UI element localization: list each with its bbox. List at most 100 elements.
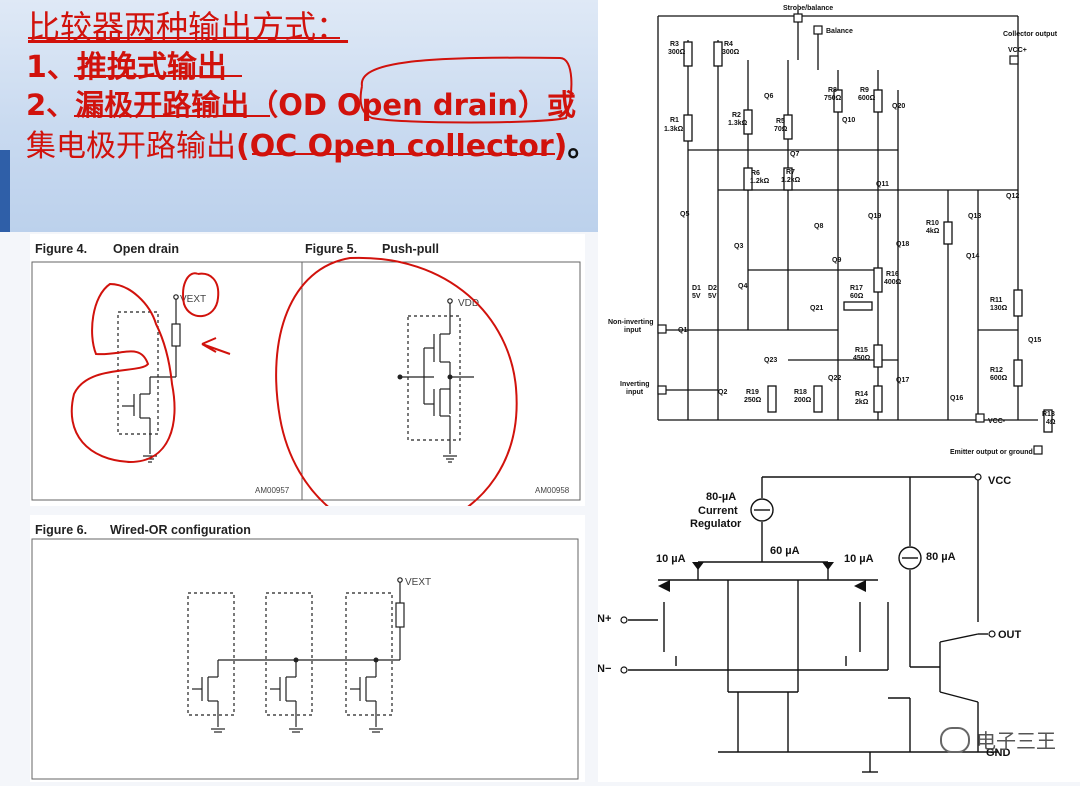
schematic-top-wiring <box>657 10 1038 421</box>
svg-text:R12: R12 <box>990 367 1003 374</box>
collector-output-label: Collector output <box>1003 31 1058 38</box>
fig5-circuit <box>400 298 474 463</box>
svg-text:250Ω: 250Ω <box>744 397 762 404</box>
svg-text:R6: R6 <box>751 170 760 177</box>
svg-text:Q14: Q14 <box>966 253 979 260</box>
svg-text:Q22: Q22 <box>828 375 841 382</box>
svg-text:400Ω: 400Ω <box>884 279 902 286</box>
current-reg-1: 80-µA <box>706 491 736 503</box>
fig5-code: AM00958 <box>535 486 570 495</box>
svg-text:Q18: Q18 <box>896 241 909 248</box>
comparator-schematic-svg: Strobe/balance Balance Collector output … <box>608 5 1058 456</box>
svg-text:R7: R7 <box>786 169 795 176</box>
svg-text:Q19: Q19 <box>868 213 881 220</box>
svg-text:R10: R10 <box>926 220 939 227</box>
svg-text:Q8: Q8 <box>814 223 823 230</box>
comparator-internal-schematic: Strobe/balance Balance Collector output … <box>598 0 1080 462</box>
figure-6-panel: Figure 6. Wired-OR configuration <box>30 515 585 782</box>
fig4-code: AM00957 <box>255 486 290 495</box>
gnd-label: GND <box>986 747 1011 759</box>
simplified-comparator-schematic: 80-µA Current Regulator 60 µA 10 µA 10 µ… <box>594 462 1080 782</box>
svg-text:R4: R4 <box>724 41 733 48</box>
fig4-circuit <box>117 294 181 463</box>
schematic-top-terminals <box>657 13 1043 455</box>
slide-annotations <box>28 37 573 155</box>
fig6-title: Figure 6. <box>35 523 87 537</box>
fig6-circuit <box>187 577 405 733</box>
slide-line-3-suffix: 。 <box>567 129 598 164</box>
slide-line-push-pull: 1、推挽式输出 <box>26 50 227 85</box>
svg-text:1.3kΩ: 1.3kΩ <box>664 126 684 133</box>
svg-text:Q15: Q15 <box>1028 337 1041 344</box>
svg-text:Q12: Q12 <box>1006 193 1019 200</box>
svg-text:130Ω: 130Ω <box>990 305 1008 312</box>
svg-text:4kΩ: 4kΩ <box>926 228 940 235</box>
svg-text:R17: R17 <box>850 285 863 292</box>
svg-text:2kΩ: 2kΩ <box>855 399 869 406</box>
watermark: 电子三王 <box>940 725 1056 754</box>
simplified-schematic-svg: 80-µA Current Regulator 60 µA 10 µA 10 µ… <box>594 473 1022 773</box>
svg-text:Q6: Q6 <box>764 93 773 100</box>
svg-text:Q20: Q20 <box>892 103 905 110</box>
svg-text:D1: D1 <box>692 285 701 292</box>
current-reg-3: Regulator <box>690 518 742 530</box>
svg-text:1.2kΩ: 1.2kΩ <box>750 178 770 185</box>
fig4-name: Open drain <box>113 242 179 256</box>
svg-text:600Ω: 600Ω <box>858 95 876 102</box>
svg-text:Q1: Q1 <box>678 327 687 334</box>
svg-text:Q9: Q9 <box>832 257 841 264</box>
watermark-text: 电子三王 <box>976 729 1056 753</box>
slide-line-open-collector: 集电极开路输出(OC Open collector)。 <box>26 121 597 165</box>
slide-title: 比较器两种输出方式： <box>28 8 349 46</box>
svg-text:R1: R1 <box>670 117 679 124</box>
svg-text:450Ω: 450Ω <box>853 355 871 362</box>
fig6-supply: VEXT <box>405 577 431 588</box>
figures-4-5-panel: Figure 4. Open drain AM00957 VEXT <box>30 234 585 535</box>
svg-text:Q2: Q2 <box>718 389 727 396</box>
svg-text:R15: R15 <box>855 347 868 354</box>
inverting-label-2: input <box>626 389 644 396</box>
inverting-label: Inverting <box>620 381 650 388</box>
wechat-icon <box>940 726 970 753</box>
non-inverting-label: Non-inverting <box>608 319 654 326</box>
svg-text:R2: R2 <box>732 112 741 119</box>
svg-text:R14: R14 <box>855 391 868 398</box>
svg-text:Q13: Q13 <box>968 213 981 220</box>
slide-line-3-prefix: 集电极开路输出 <box>26 129 236 164</box>
in-minus-label: IN− <box>598 663 611 675</box>
svg-text:R13: R13 <box>1042 411 1055 418</box>
simplified-schematic-diodes <box>658 562 866 592</box>
svg-text:R16: R16 <box>886 271 899 278</box>
svg-text:R9: R9 <box>860 87 869 94</box>
svg-text:R8: R8 <box>828 87 837 94</box>
current-reg-2: Current <box>698 505 738 517</box>
svg-text:300Ω: 300Ω <box>722 49 740 56</box>
fig4-annotations <box>70 272 231 464</box>
fig4-title: Figure 4. <box>35 242 87 256</box>
svg-text:5V: 5V <box>692 293 701 300</box>
schematic-top-part-labels: R3 300Ω R4 300Ω R1 1.3kΩ R2 1.3kΩ R5 70Ω… <box>664 41 1056 426</box>
current-60: 60 µA <box>770 545 800 557</box>
svg-text:1.3kΩ: 1.3kΩ <box>728 120 748 127</box>
svg-text:Q5: Q5 <box>680 211 689 218</box>
svg-text:4Ω: 4Ω <box>1046 419 1056 426</box>
strobe-label: Strobe/balance <box>783 5 833 12</box>
svg-text:750Ω: 750Ω <box>824 95 842 102</box>
slide-line-2-prefix: 2、 <box>26 88 76 122</box>
svg-text:1.2kΩ: 1.2kΩ <box>781 177 801 184</box>
schematic-top-resistors <box>683 41 1053 433</box>
svg-text:R3: R3 <box>670 41 679 48</box>
svg-text:200Ω: 200Ω <box>794 397 812 404</box>
svg-text:Q16: Q16 <box>950 395 963 402</box>
svg-text:Q10: Q10 <box>842 117 855 124</box>
svg-text:5V: 5V <box>708 293 717 300</box>
svg-text:R19: R19 <box>746 389 759 396</box>
out-label: OUT <box>998 629 1022 641</box>
svg-text:Q7: Q7 <box>790 151 799 158</box>
svg-text:Q11: Q11 <box>876 181 889 188</box>
simplified-schematic-wiring <box>628 476 998 773</box>
figure-6-svg: Figure 6. Wired-OR configuration <box>31 523 579 780</box>
slide-header: 比较器两种输出方式： 1、推挽式输出 2、漏极开路输出（OD Open drai… <box>0 0 598 232</box>
balance-label: Balance <box>826 28 853 35</box>
slide-accent-bar <box>0 150 10 232</box>
